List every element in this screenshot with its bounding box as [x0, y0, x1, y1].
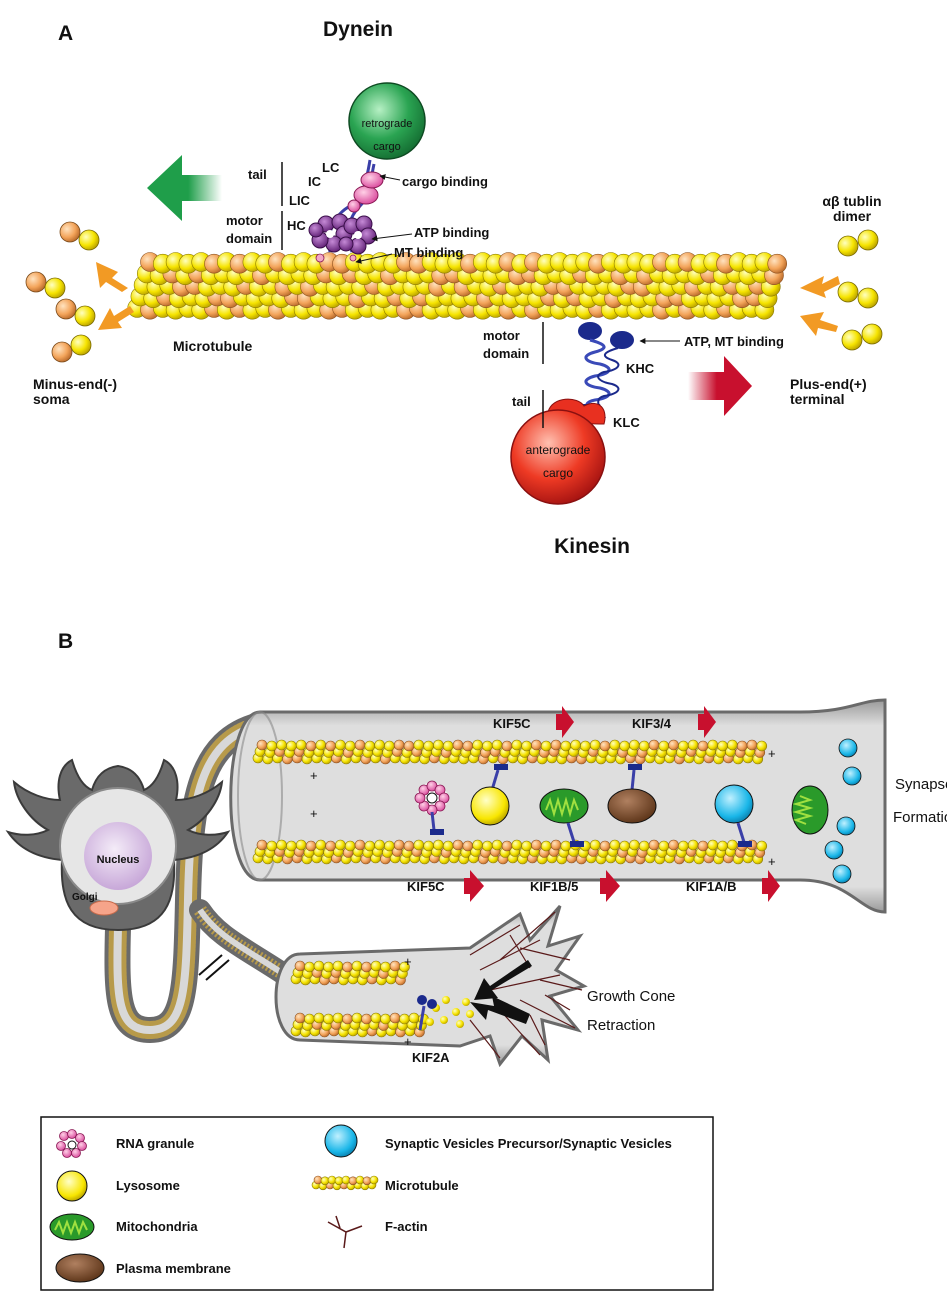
legend-f-actin-icon	[327, 1215, 363, 1249]
plus-end-label-2: terminal	[790, 391, 844, 407]
hc-label: HC	[287, 218, 306, 233]
svg-text:+: +	[768, 746, 776, 761]
svg-text:+: +	[404, 954, 412, 969]
kif2a-label: KIF2A	[412, 1050, 450, 1065]
minus-end-label-1: Minus-end(-)	[33, 376, 117, 392]
dynein-title: Dynein	[323, 18, 393, 41]
legend-lysosome: Lysosome	[116, 1178, 180, 1193]
atp-binding-label: ATP binding	[414, 225, 489, 240]
legend-f-actin: F-actin	[385, 1219, 428, 1234]
kif34-label: KIF3/4	[632, 716, 672, 731]
depolymerized-tubulin	[426, 996, 474, 1028]
microtubule-lower	[252, 839, 768, 865]
kinesin-tail-label: tail	[512, 394, 531, 409]
dynein-tail-label: tail	[248, 167, 267, 182]
kif2a-motor	[417, 995, 437, 1031]
atp-mt-binding-label: ATP, MT binding	[684, 334, 784, 349]
golgi	[89, 900, 119, 916]
kif1ab-label: KIF1A/B	[686, 879, 737, 894]
tubulin-dimers-plus-end	[837, 229, 883, 351]
minus-end-label-2: soma	[33, 391, 70, 407]
mt-binding-label: MT binding	[394, 245, 463, 260]
terminal-mitochondrion	[791, 785, 829, 835]
microtubule-upper	[252, 739, 768, 765]
kinesin-motor-label-2: domain	[483, 346, 529, 361]
plasma-membrane-cargo	[607, 764, 657, 824]
kinesin-title: Kinesin	[554, 535, 630, 558]
legend-rna-granule: RNA granule	[116, 1136, 194, 1151]
retro-cargo-label-2: cargo	[373, 141, 401, 153]
antero-cargo-label-1: anterograde	[526, 443, 591, 457]
nucleus-label: Nucleus	[97, 854, 140, 866]
dynein-motor-label-1: motor	[226, 213, 263, 228]
legend-plasma-membrane: Plasma membrane	[116, 1261, 231, 1276]
panel-b-letter: B	[58, 630, 73, 653]
kif-arrows	[464, 706, 780, 902]
f-actin-network	[469, 911, 583, 1059]
orange-arrows-minus-end	[96, 262, 134, 330]
mitochondria-cargo	[539, 788, 589, 847]
lc-label: LC	[322, 160, 340, 175]
svg-text:+: +	[768, 854, 776, 869]
orange-arrows-plus-end	[800, 276, 840, 336]
kif1b5-label: KIF1B/5	[530, 879, 578, 894]
khc-label: KHC	[626, 361, 655, 376]
klc-label: KLC	[613, 415, 640, 430]
synapse-label-1: Synapse	[895, 776, 947, 793]
plus-end-label-1: Plus-end(+)	[790, 376, 867, 392]
ic-label: IC	[308, 174, 322, 189]
retraction-arrow-upper	[474, 960, 532, 1000]
legend-synaptic-vesicle-icon	[324, 1124, 358, 1158]
synaptic-vesicle-cargo	[714, 784, 754, 847]
legend-plasma-membrane-icon	[55, 1253, 105, 1283]
retraction-arrow-lower	[470, 996, 530, 1024]
retro-cargo-label-1: retrograde	[362, 118, 413, 130]
growth-cone-microtubule-upper	[290, 960, 410, 986]
growth-cone-label-2: Retraction	[587, 1017, 655, 1034]
kif5c-top-label: KIF5C	[493, 716, 531, 731]
synaptic-vesicles-terminal	[824, 738, 862, 884]
golgi-label: Golgi	[72, 892, 98, 903]
legend-microtubule-icon	[311, 1175, 379, 1191]
kif5c-bottom-label: KIF5C	[407, 879, 445, 894]
lic-label: LIC	[289, 193, 311, 208]
kinesin-complex: anterograde cargo	[510, 322, 634, 505]
tubulin-dimers-minus-end	[25, 221, 100, 363]
panel-a-letter: A	[58, 22, 73, 45]
growth-cone-microtubule-lower	[290, 1012, 429, 1038]
dynein-complex: retrograde cargo	[308, 82, 426, 263]
legend-microtubule: Microtubule	[385, 1178, 459, 1193]
legend-lysosome-icon	[56, 1170, 88, 1202]
dynein-motor-label-2: domain	[226, 231, 272, 246]
antero-cargo-label-2: cargo	[543, 466, 573, 480]
lysosome-cargo	[470, 764, 510, 826]
legend-rna-granule-icon	[56, 1129, 87, 1158]
legend-mitochondria-icon	[49, 1213, 95, 1241]
legend-mitochondria: Mitochondria	[116, 1219, 198, 1234]
svg-text:+: +	[404, 1034, 412, 1049]
tubulin-label-1: αβ tublin	[822, 193, 881, 209]
svg-text:+: +	[310, 806, 318, 821]
nucleus	[84, 822, 152, 890]
tubulin-label-2: dimer	[833, 208, 872, 224]
cargo-binding-label: cargo binding	[402, 174, 488, 189]
microtubule-label: Microtubule	[173, 338, 253, 354]
growth-cone	[274, 905, 588, 1068]
cell-body	[5, 758, 231, 932]
legend-synaptic-vesicles: Synaptic Vesicles Precursor/Synaptic Ves…	[385, 1136, 672, 1151]
retrograde-arrow	[147, 155, 222, 221]
legend-box	[40, 1116, 714, 1291]
retrograde-cargo	[348, 82, 426, 160]
growth-cone-label-1: Growth Cone	[587, 988, 675, 1005]
rna-granule-cargo	[414, 780, 450, 835]
kinesin-motor-label-1: motor	[483, 328, 520, 343]
svg-text:+: +	[310, 768, 318, 783]
anterograde-cargo	[510, 409, 606, 505]
synapse-label-2: Formation	[893, 809, 947, 826]
anterograde-arrow	[688, 356, 752, 416]
microtubule-lattice	[127, 252, 788, 320]
